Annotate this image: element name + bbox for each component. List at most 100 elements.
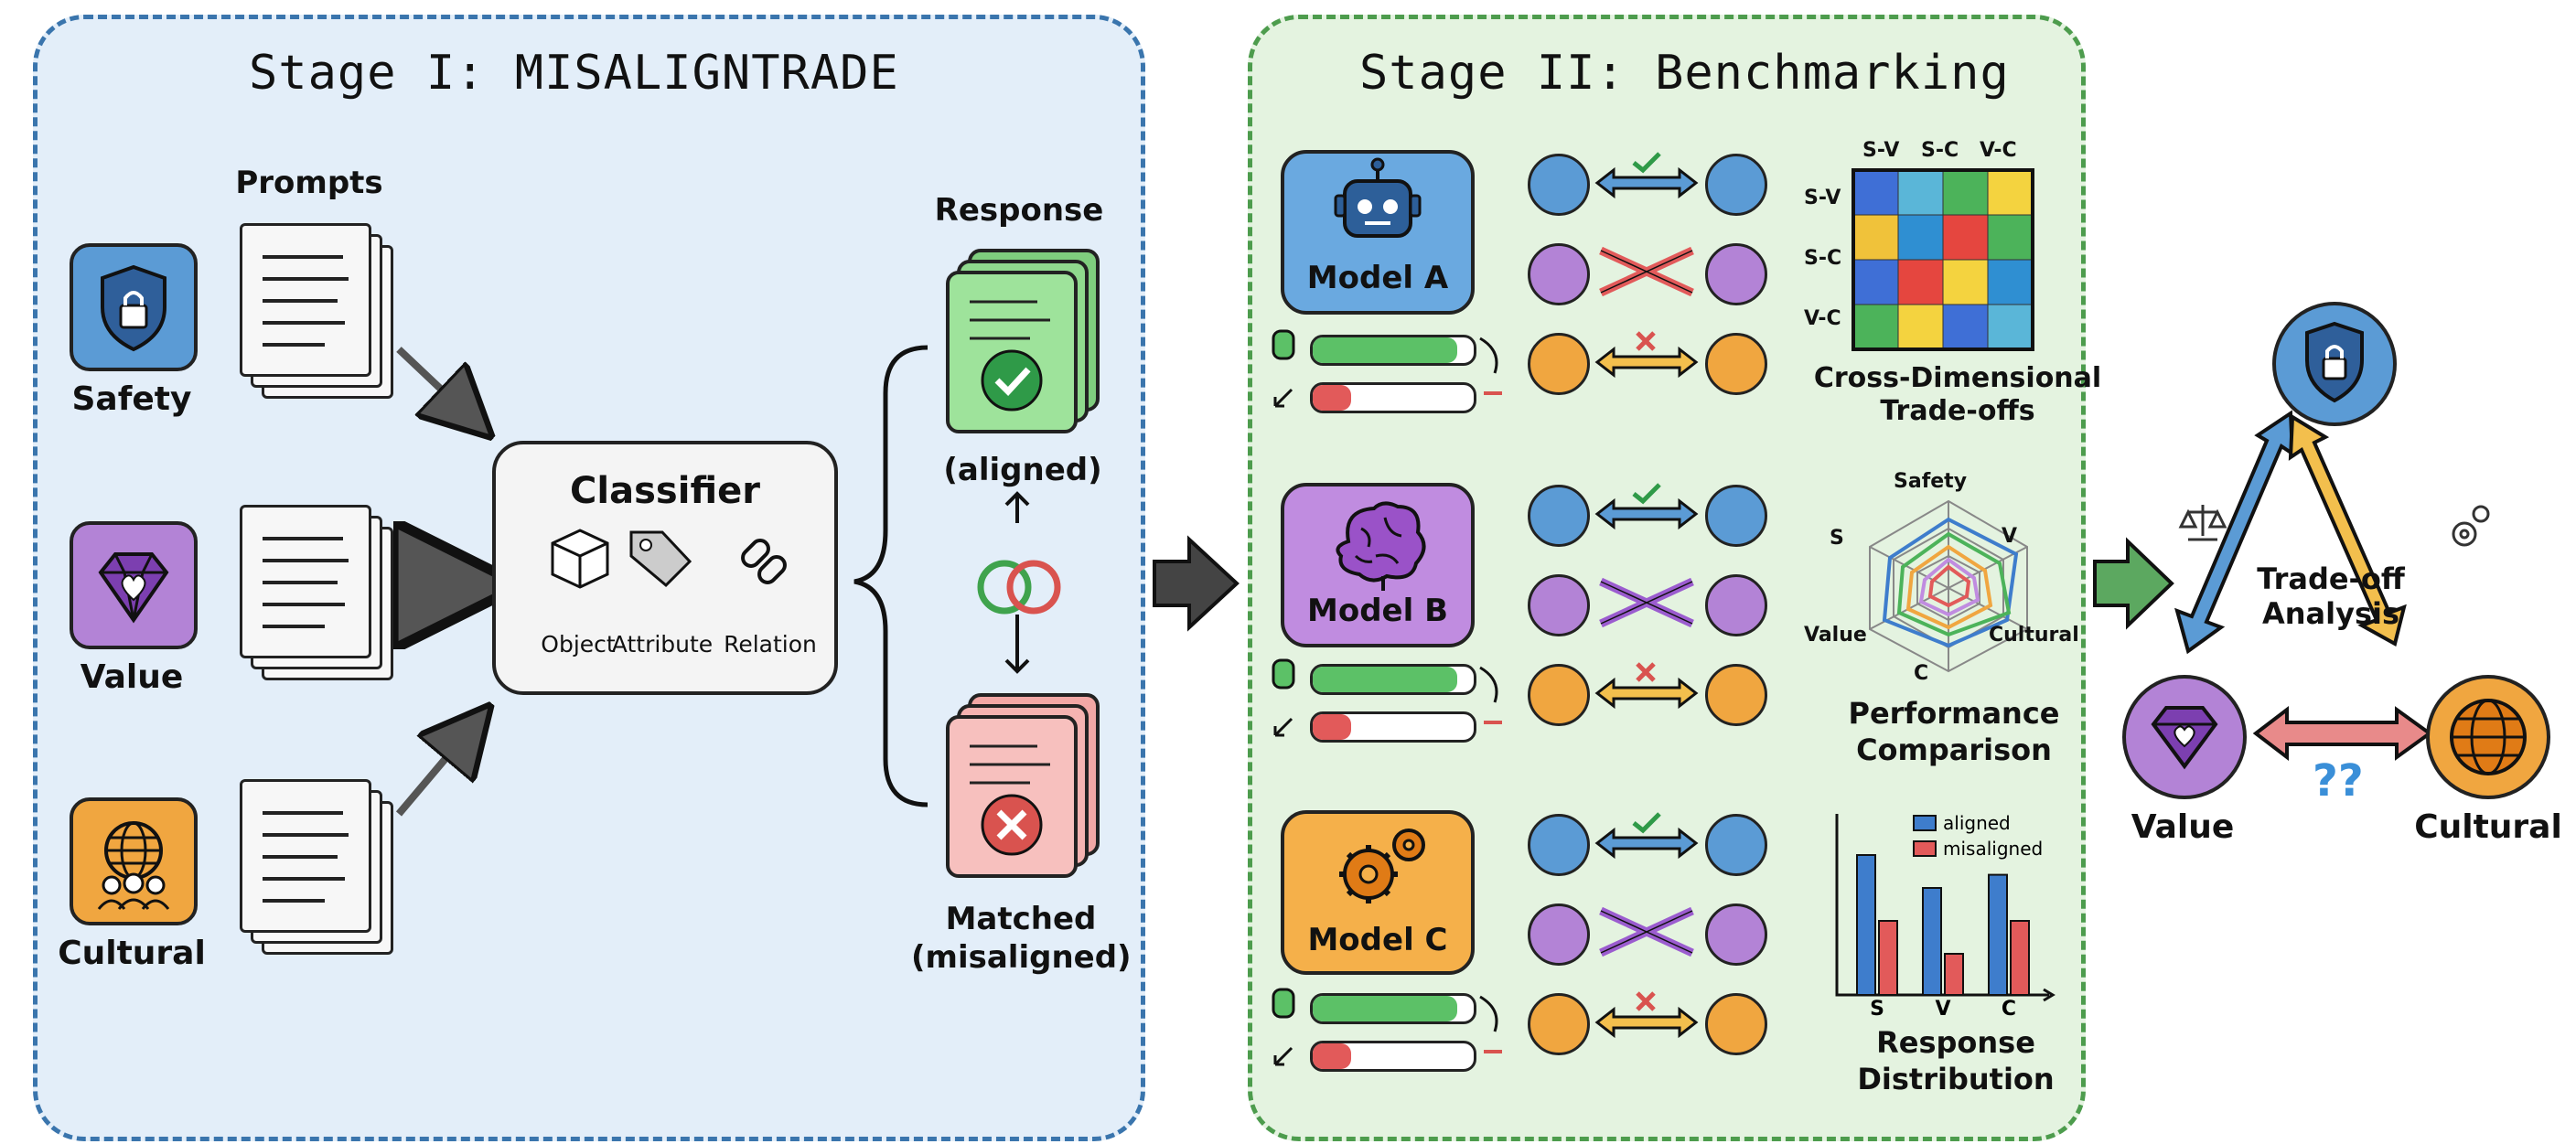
- heart-gem-icon: [1528, 243, 1590, 305]
- radar-caption: Performance Comparison: [1848, 696, 2060, 767]
- scale-icon: [1705, 243, 1767, 305]
- shield-lock-icon: [1528, 485, 1590, 547]
- heatmap-col-label-sv: S-V: [1862, 139, 1900, 162]
- misaligned-score-bar: [1310, 1041, 1476, 1072]
- heatmap-cell: [1852, 259, 1899, 305]
- heatmap-cell: [1852, 304, 1899, 350]
- heatmap-cell: [1987, 304, 2034, 350]
- heatmap-cell: [1987, 214, 2034, 261]
- heatmap-col-label-sc: S-C: [1921, 139, 1959, 162]
- safety-value-arrow: [2174, 410, 2295, 655]
- safety-prompt-stack: [240, 223, 371, 377]
- conflict-cross-arrow: [1599, 246, 1694, 297]
- database-icon: [1272, 988, 1295, 1066]
- radar-series-purple: [1918, 557, 1980, 617]
- question-marks: ??: [2313, 755, 2364, 807]
- stage-1-title: Stage I: MISALIGNTRADE: [249, 46, 899, 101]
- analysis-cultural-node: [2426, 675, 2550, 799]
- misaligned-score-bar: [1310, 711, 1476, 743]
- model-b-label: Model B: [1307, 593, 1448, 629]
- heatmap-cell: [1942, 169, 1989, 216]
- analysis-value-label: Value: [2131, 808, 2235, 846]
- scale-icon: [1705, 485, 1767, 547]
- text-lines-icon: [263, 255, 349, 347]
- value-label: Value: [80, 658, 184, 696]
- classifier-title: Classifier: [570, 470, 760, 512]
- scale-icon: [2178, 505, 2227, 541]
- up-arrow: [1004, 491, 1030, 523]
- radar-series-red: [1927, 564, 1971, 608]
- conflict-cross-arrow: [1599, 906, 1694, 957]
- classifier-box: Classifier Object Attribute Relation: [492, 441, 838, 695]
- globe-people-icon: [1528, 993, 1590, 1055]
- down-arrow: [1004, 615, 1030, 674]
- analysis-cultural-label: Cultural: [2414, 808, 2562, 846]
- text-lines-icon: [263, 537, 349, 628]
- object-label: Object: [541, 631, 616, 658]
- cultural-category-tile: [70, 797, 198, 925]
- curved-arrow-icon: [1479, 337, 1502, 395]
- globe-people-icon: [1528, 333, 1590, 395]
- conflict-cross-arrow: [1599, 577, 1694, 628]
- stage-transition-arrow: [1153, 535, 1240, 632]
- x-circle-icon: [970, 744, 1050, 856]
- database-icon: [1272, 658, 1295, 737]
- aligned-score-bar: [1310, 993, 1476, 1024]
- gears-icon: [1339, 829, 1425, 903]
- heatmap-row-label-sc: S-C: [1804, 247, 1842, 270]
- stage-2-title: Stage II: Benchmarking: [1359, 46, 2010, 101]
- radar-axis-cultural: Cultural: [1989, 624, 2079, 647]
- radar-series-orange: [1905, 544, 1993, 630]
- response-brace: [853, 345, 928, 807]
- cultural-label: Cultural: [58, 935, 206, 972]
- heatmap-cell: [1852, 169, 1899, 216]
- model-c-label: Model C: [1307, 922, 1448, 958]
- classifier-icons: [551, 529, 787, 589]
- aligned-score-bar: [1310, 335, 1476, 366]
- scale-icon: [1705, 903, 1767, 966]
- aligned-trade-arrow: [1594, 152, 1699, 199]
- value-prompt-stack: [240, 505, 371, 658]
- globe-icon: [2450, 699, 2527, 775]
- misaligned-response-stack: [946, 715, 1078, 878]
- aligned-trade-arrow: [1594, 483, 1699, 530]
- heart-gem-icon: [1528, 903, 1590, 966]
- radar-axis-v: V: [2002, 525, 2018, 548]
- scale-icon: [1705, 814, 1767, 876]
- legend-label-misaligned: misaligned: [1943, 838, 2043, 860]
- misaligned-trade-arrow: [1594, 662, 1699, 710]
- link-ring-red: [1006, 560, 1061, 615]
- model-b-box: Model B: [1281, 483, 1475, 647]
- legend-swatch-aligned: [1913, 815, 1937, 831]
- heatmap-row-label-vc: V-C: [1804, 307, 1841, 330]
- safety-label: Safety: [71, 380, 192, 418]
- response-label: Response: [934, 192, 1104, 229]
- globe-people-icon: [97, 821, 170, 910]
- radar-axis-c: C: [1914, 662, 1929, 685]
- performance-radar-chart: [1869, 499, 2028, 673]
- radar-axis-safety: Safety: [1894, 470, 1968, 493]
- misaligned-trade-arrow: [1594, 331, 1699, 379]
- legend-label-aligned: aligned: [1943, 812, 2011, 834]
- tag-icon: [629, 530, 692, 588]
- radar-axis-s: S: [1830, 527, 1844, 550]
- misaligned-score-bar: [1310, 382, 1476, 413]
- heatmap-row-label-sv: S-V: [1804, 187, 1841, 209]
- gear-small-icon: [2452, 505, 2490, 547]
- link-ring-green: [977, 560, 1032, 615]
- check-circle-icon: [970, 300, 1050, 412]
- cultural-prompt-stack: [240, 779, 371, 933]
- globe-icon: [1705, 993, 1767, 1055]
- link-icon: [741, 539, 787, 584]
- heatmap-cell: [1987, 259, 2034, 305]
- arrow-safety-to-classifier: [396, 347, 467, 413]
- shield-lock-icon: [101, 264, 166, 352]
- text-lines-icon: [263, 811, 349, 903]
- globe-people-icon: [1528, 664, 1590, 726]
- model-a-label: Model A: [1306, 260, 1449, 296]
- heatmap-caption: Cross-Dimensional Trade-offs: [1813, 362, 2102, 427]
- aligned-score-bar: [1310, 664, 1476, 695]
- analysis-transition-arrow: [2093, 537, 2174, 630]
- aligned-trade-arrow: [1594, 812, 1699, 860]
